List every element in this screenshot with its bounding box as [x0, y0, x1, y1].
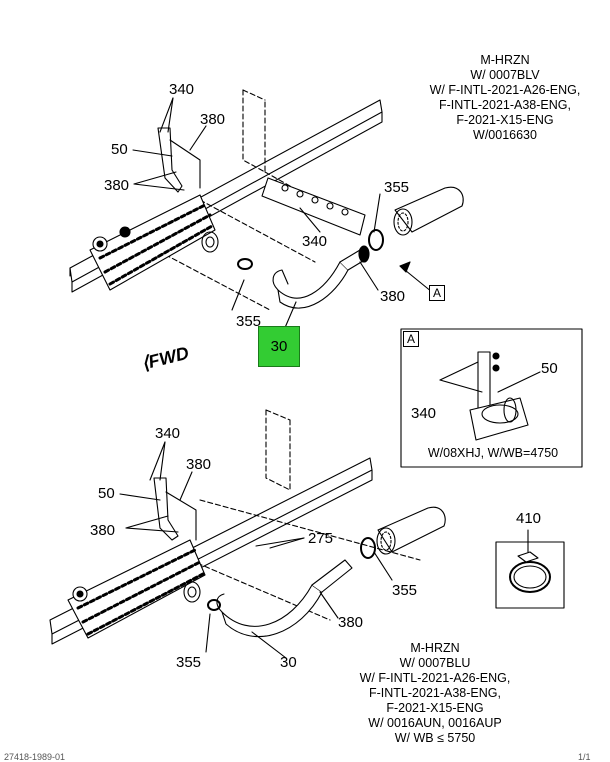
note-line: W/ F-INTL-2021-A26-ENG, — [429, 83, 581, 97]
callout-340-bottom: 340 — [155, 425, 180, 442]
note-line: M-HRZN — [410, 641, 460, 655]
callout-410: 410 — [516, 510, 541, 527]
callout-355-bottom-right: 355 — [392, 582, 417, 599]
callout-380-top-left: 380 — [104, 177, 129, 194]
top-callouts: 340 380 50 380 355 340 380 355 — [104, 81, 409, 330]
bottom-tailpipe-30 — [216, 559, 353, 638]
note-line: W/ 0007BLU — [399, 656, 471, 670]
top-flange — [201, 231, 219, 253]
bottom-tank — [67, 539, 206, 639]
callout-355-top-left: 355 — [236, 313, 261, 330]
bottom-flange — [183, 581, 201, 603]
note-line: F-INTL-2021-A38-ENG, — [439, 98, 571, 112]
page-indicator: 1/1 — [578, 752, 591, 762]
bottom-crossmember-dashed — [189, 409, 421, 621]
callout-50-inset: 50 — [541, 360, 558, 377]
callout-380-top-upper: 380 — [200, 111, 225, 128]
part-30-highlight[interactable]: 30 — [258, 326, 300, 367]
note-line: W/ 0016AUN, 0016AUP — [368, 716, 502, 730]
part-30-label: 30 — [270, 338, 288, 355]
callout-275-bottom: 275 — [308, 530, 333, 547]
callout-355-bottom-left: 355 — [176, 654, 201, 671]
bottom-clamp-355-right — [360, 537, 376, 559]
top-muffler-bracket — [261, 177, 366, 236]
note-line: F-INTL-2021-A38-ENG, — [369, 686, 501, 700]
bottom-bracket-340 — [153, 477, 197, 541]
note-line: F-2021-X15-ENG — [386, 701, 484, 715]
top-leaders — [132, 97, 433, 331]
bottom-outlet-pipe — [376, 506, 446, 555]
note-line: W/ F-INTL-2021-A26-ENG, — [359, 671, 511, 685]
view-a-reference-tag[interactable]: A — [429, 285, 445, 301]
drawing-number: 27418-1989-01 — [4, 752, 66, 762]
callout-355-top-right: 355 — [384, 179, 409, 196]
callout-340-top-mid: 340 — [302, 233, 327, 250]
callout-50-top: 50 — [111, 141, 128, 158]
inset-a-detail — [439, 351, 541, 441]
clamp-410-icon — [509, 529, 551, 593]
top-config-note: M-HRZN W/ 0007BLV W/ F-INTL-2021-A26-ENG… — [410, 53, 600, 143]
callout-340-inset: 340 — [411, 405, 436, 422]
top-outlet-pipe — [393, 186, 464, 236]
inset-a-frame — [400, 328, 583, 468]
callout-50-bottom: 50 — [98, 485, 115, 502]
bottom-clamp-355-left — [207, 599, 221, 611]
callout-380-top-lower: 380 — [380, 288, 405, 305]
callout-340-top: 340 — [169, 81, 194, 98]
top-tank — [89, 194, 216, 291]
bottom-callouts: 340 380 50 380 275 355 380 355 30 — [90, 425, 417, 671]
bottom-config-note: M-HRZN W/ 0007BLU W/ F-INTL-2021-A26-ENG… — [340, 641, 530, 746]
note-line: W/ WB ≤ 5750 — [394, 731, 476, 745]
inset-a-tag: A — [403, 331, 419, 347]
top-bracket-340 — [157, 127, 201, 193]
callout-380-bottom-upper: 380 — [186, 456, 211, 473]
inset-a-caption: W/08XHJ, W/WB=4750 — [427, 446, 559, 460]
top-tailpipe-30 — [272, 245, 370, 309]
note-line: W/0016630 — [473, 128, 537, 142]
bottom-leaders — [119, 441, 393, 659]
callout-30-bottom: 30 — [280, 654, 297, 671]
top-clamp-355-right — [368, 229, 384, 251]
note-line: F-2021-X15-ENG — [456, 113, 554, 127]
callout-380-bottom-lower: 380 — [338, 614, 363, 631]
note-line: M-HRZN — [480, 53, 530, 67]
callout-380-bottom-left: 380 — [90, 522, 115, 539]
inset-callouts: 50 340 — [411, 360, 558, 422]
top-clamp-355-left — [237, 258, 253, 270]
note-line: W/ 0007BLV — [470, 68, 540, 82]
